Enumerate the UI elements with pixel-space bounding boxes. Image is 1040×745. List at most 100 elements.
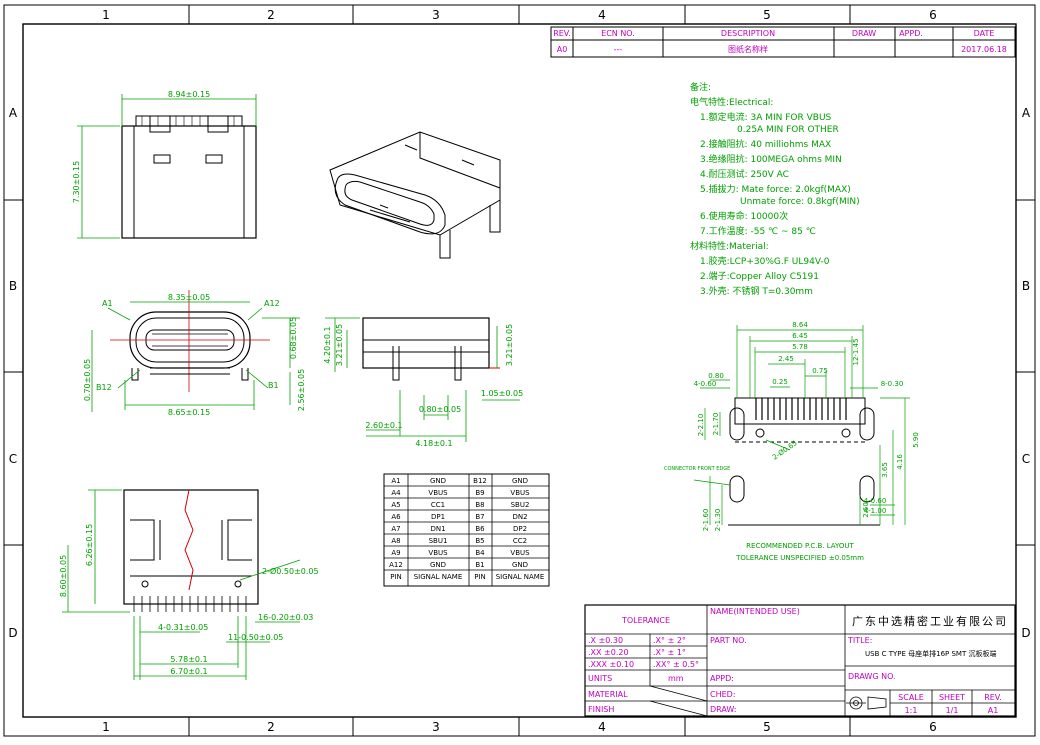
projection-icon xyxy=(846,696,887,710)
pcb-dimension-label: 3.65 xyxy=(881,462,889,478)
pin-table-cell: DP2 xyxy=(513,525,527,533)
pcb-dimension-label: 2-2.10 xyxy=(697,414,705,437)
material-note: 1.胶壳:LCP+30%G.F UL94V-0 xyxy=(700,255,830,267)
row-letter-left: A xyxy=(9,106,18,120)
pcb-dimension-label: 0.80 xyxy=(708,372,724,380)
electrical-note: 0.25A MIN FOR OTHER xyxy=(737,125,839,135)
rev-value: A1 xyxy=(988,706,999,715)
tolerance-label: TOLERANCE xyxy=(621,616,670,625)
pcb-title: RECOMMENDED P.C.B. LAYOUT xyxy=(746,542,854,550)
pin-table-cell: GND xyxy=(430,561,446,569)
ecn-header: ECN NO. xyxy=(601,29,635,38)
pcb-dimension-label: 0.25 xyxy=(772,378,788,386)
dim-bot-w2: 11-0.50±0.05 xyxy=(228,633,283,642)
electrical-note: 7.工作温度: -55 ℃ ~ 85 ℃ xyxy=(700,225,816,237)
col-number-bottom: 6 xyxy=(929,720,937,734)
date-value: 2017.06.18 xyxy=(961,45,1007,54)
pin-table-cell: A9 xyxy=(391,549,400,557)
pin-table-cell: DN2 xyxy=(512,513,527,521)
pcb-dimension-label: 2-1.30 xyxy=(714,509,722,532)
dim-bot-h1: 6.26±0.15 xyxy=(85,524,94,566)
col-number-top: 4 xyxy=(598,8,606,22)
col-number-bottom: 2 xyxy=(267,720,275,734)
pcb-front-edge: CONNECTOR FRONT EDGE xyxy=(664,466,730,472)
rev-value: A0 xyxy=(557,45,568,54)
pin-table-cell: GND xyxy=(430,477,446,485)
col-number-bottom: 1 xyxy=(102,720,110,734)
units-value: mm xyxy=(668,674,684,683)
label-a1: A1 xyxy=(102,299,113,308)
pcb-dimension-label: 8.64 xyxy=(792,321,808,329)
pin-table-cell: SBU1 xyxy=(429,537,448,545)
pcb-layout: 8.646.455.782.450.750.2512-1.450.804-0.6… xyxy=(664,321,920,562)
units-label: UNITS xyxy=(588,674,612,683)
col-number-bottom: 5 xyxy=(763,720,771,734)
row-letter-left: C xyxy=(9,452,17,466)
row-letter-right: A xyxy=(1022,106,1031,120)
name-label: NAME(INTENDED USE) xyxy=(710,607,800,616)
pin-table-cell: VBUS xyxy=(510,549,530,557)
pcb-dimension-label: 8-0.30 xyxy=(881,380,904,388)
pin-table-cell: A4 xyxy=(391,489,401,497)
material-note: 2.端子:Copper Alloy C5191 xyxy=(700,270,819,282)
pcb-dimension-label: 4-0.60 xyxy=(864,497,887,505)
notes-block: 备注: 电气特性:Electrical: 1.额定电流: 3A MIN FOR … xyxy=(690,81,860,297)
part-title: USB C TYPE 母座单排16P SMT 沉板板端 xyxy=(865,649,996,658)
pin-table-cell: B1 xyxy=(475,561,484,569)
electrical-heading: 电气特性:Electrical: xyxy=(690,96,773,108)
pcb-dimension-label: 6.45 xyxy=(792,332,808,340)
electrical-note: 3.绝缘阻抗: 100MEGA ohms MIN xyxy=(700,153,842,165)
pcb-dimension-label: 0.75 xyxy=(812,367,828,375)
drawg-no-label: DRAWG NO. xyxy=(848,672,896,681)
top-view: 8.94±0.15 7.30±0.15 xyxy=(72,90,257,239)
pin-table-cell: A12 xyxy=(389,561,403,569)
pin-table-cell: B12 xyxy=(473,477,487,485)
dim-bot-hole: 2-Ø0.50±0.05 xyxy=(262,566,319,576)
pin-table-cell: A1 xyxy=(391,477,400,485)
pin-table-cell: A6 xyxy=(391,513,401,521)
dim-front-h1: 0.68±0.05 xyxy=(289,317,298,359)
company-name: 广东中选精密工业有限公司 xyxy=(852,614,1008,628)
electrical-note: 6.使用寿命: 10000次 xyxy=(700,210,788,222)
pin-table-cell: B9 xyxy=(475,489,484,497)
frame-zone-ticks xyxy=(4,5,1035,736)
row-letter-right: B xyxy=(1022,279,1030,293)
pin-table-cell: A8 xyxy=(391,537,400,545)
pin-table-cell: A5 xyxy=(391,501,400,509)
material-note: 3.外壳: 不锈钢 T=0.30mm xyxy=(700,285,813,297)
tol-angle: .XX° ± 0.5° xyxy=(653,660,699,669)
pcb-dimension-label: 4-1.00 xyxy=(864,507,887,515)
rev-label: REV. xyxy=(984,693,1002,702)
pin-table-cell: DP1 xyxy=(431,513,445,521)
description-header: DESCRIPTION xyxy=(721,29,775,38)
scale-label: SCALE xyxy=(898,693,924,702)
dim-bot-w5: 6.70±0.1 xyxy=(170,667,207,676)
pcb-dimension-label: 2.60 xyxy=(862,502,870,518)
pin-table-cell: B6 xyxy=(475,525,485,533)
pin-table-cell: CC2 xyxy=(513,537,527,545)
front-view: 8.35±0.05 A1 A12 B12 B1 8.65±0.15 0.68±0… xyxy=(83,290,306,417)
col-number-top: 3 xyxy=(432,8,440,22)
electrical-note: 2.接触阻抗: 40 milliohms MAX xyxy=(700,138,831,150)
tol-linear: .XXX ±0.10 xyxy=(588,660,634,669)
dim-side-h3: 3.21±0.05 xyxy=(505,324,514,366)
pin-table-cell: B4 xyxy=(475,549,485,557)
sheet-label: SHEET xyxy=(939,693,965,702)
pcb-dimension-label: 2-1.70 xyxy=(712,413,720,436)
ched-label: CHED: xyxy=(710,690,736,699)
dim-top-width: 8.94±0.15 xyxy=(168,90,210,99)
ecn-value: --- xyxy=(614,45,623,54)
electrical-note: Unmate force: 0.8kgf(MIN) xyxy=(740,197,860,207)
col-number-top: 5 xyxy=(763,8,771,22)
side-view: 4.20±0.1 3.21±0.05 3.21±0.05 0.80±0.05 1… xyxy=(323,317,523,448)
revision-block: REV. ECN NO. DESCRIPTION DRAW APPD. DATE… xyxy=(550,26,1016,58)
tol-angle: .X° ± 1° xyxy=(653,648,686,657)
dim-top-height: 7.30±0.15 xyxy=(72,161,81,203)
pin-table-cell: VBUS xyxy=(428,489,448,497)
finish-label: FINISH xyxy=(588,705,614,714)
tol-linear: .XX ±0.20 xyxy=(588,648,629,657)
appd-label: APPD: xyxy=(710,674,734,683)
col-number-top: 6 xyxy=(929,8,937,22)
